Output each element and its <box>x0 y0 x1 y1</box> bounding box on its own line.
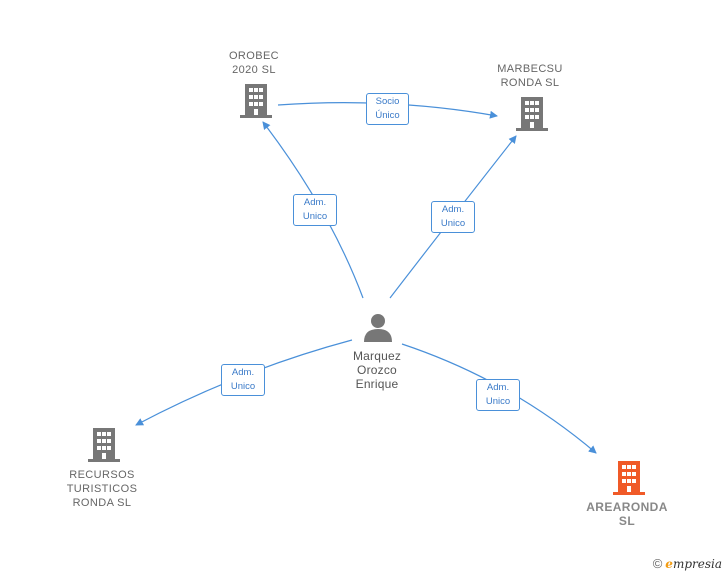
copyright-symbol: © <box>652 556 663 571</box>
node-recursos-label[interactable]: RECURSOS TURISTICOS RONDA SL <box>66 469 138 509</box>
edge-label-adm-unico: Adm. Unico <box>221 364 265 396</box>
edge-label-socio-unico: Socio Único <box>366 93 409 125</box>
node-person-label[interactable]: Marquez Orozco Enrique <box>352 349 402 391</box>
edge-label-adm-unico: Adm. Unico <box>293 194 337 226</box>
building-icon[interactable] <box>240 84 272 118</box>
building-icon[interactable] <box>516 97 548 131</box>
node-arearonda-label[interactable]: AREARONDA SL <box>586 500 668 528</box>
edge-label-adm-unico: Adm. Unico <box>476 379 520 411</box>
person-icon[interactable] <box>363 312 393 342</box>
building-icon[interactable] <box>613 461 645 495</box>
node-marbecsu-label[interactable]: MARBECSU RONDA SL <box>497 63 563 89</box>
building-icon[interactable] <box>88 428 120 462</box>
node-orobec-label[interactable]: OROBEC 2020 SL <box>228 50 280 76</box>
edge-label-adm-unico: Adm. Unico <box>431 201 475 233</box>
footer-brand: ©empresia <box>653 556 722 571</box>
empresia-logo[interactable]: empresia <box>665 557 722 571</box>
